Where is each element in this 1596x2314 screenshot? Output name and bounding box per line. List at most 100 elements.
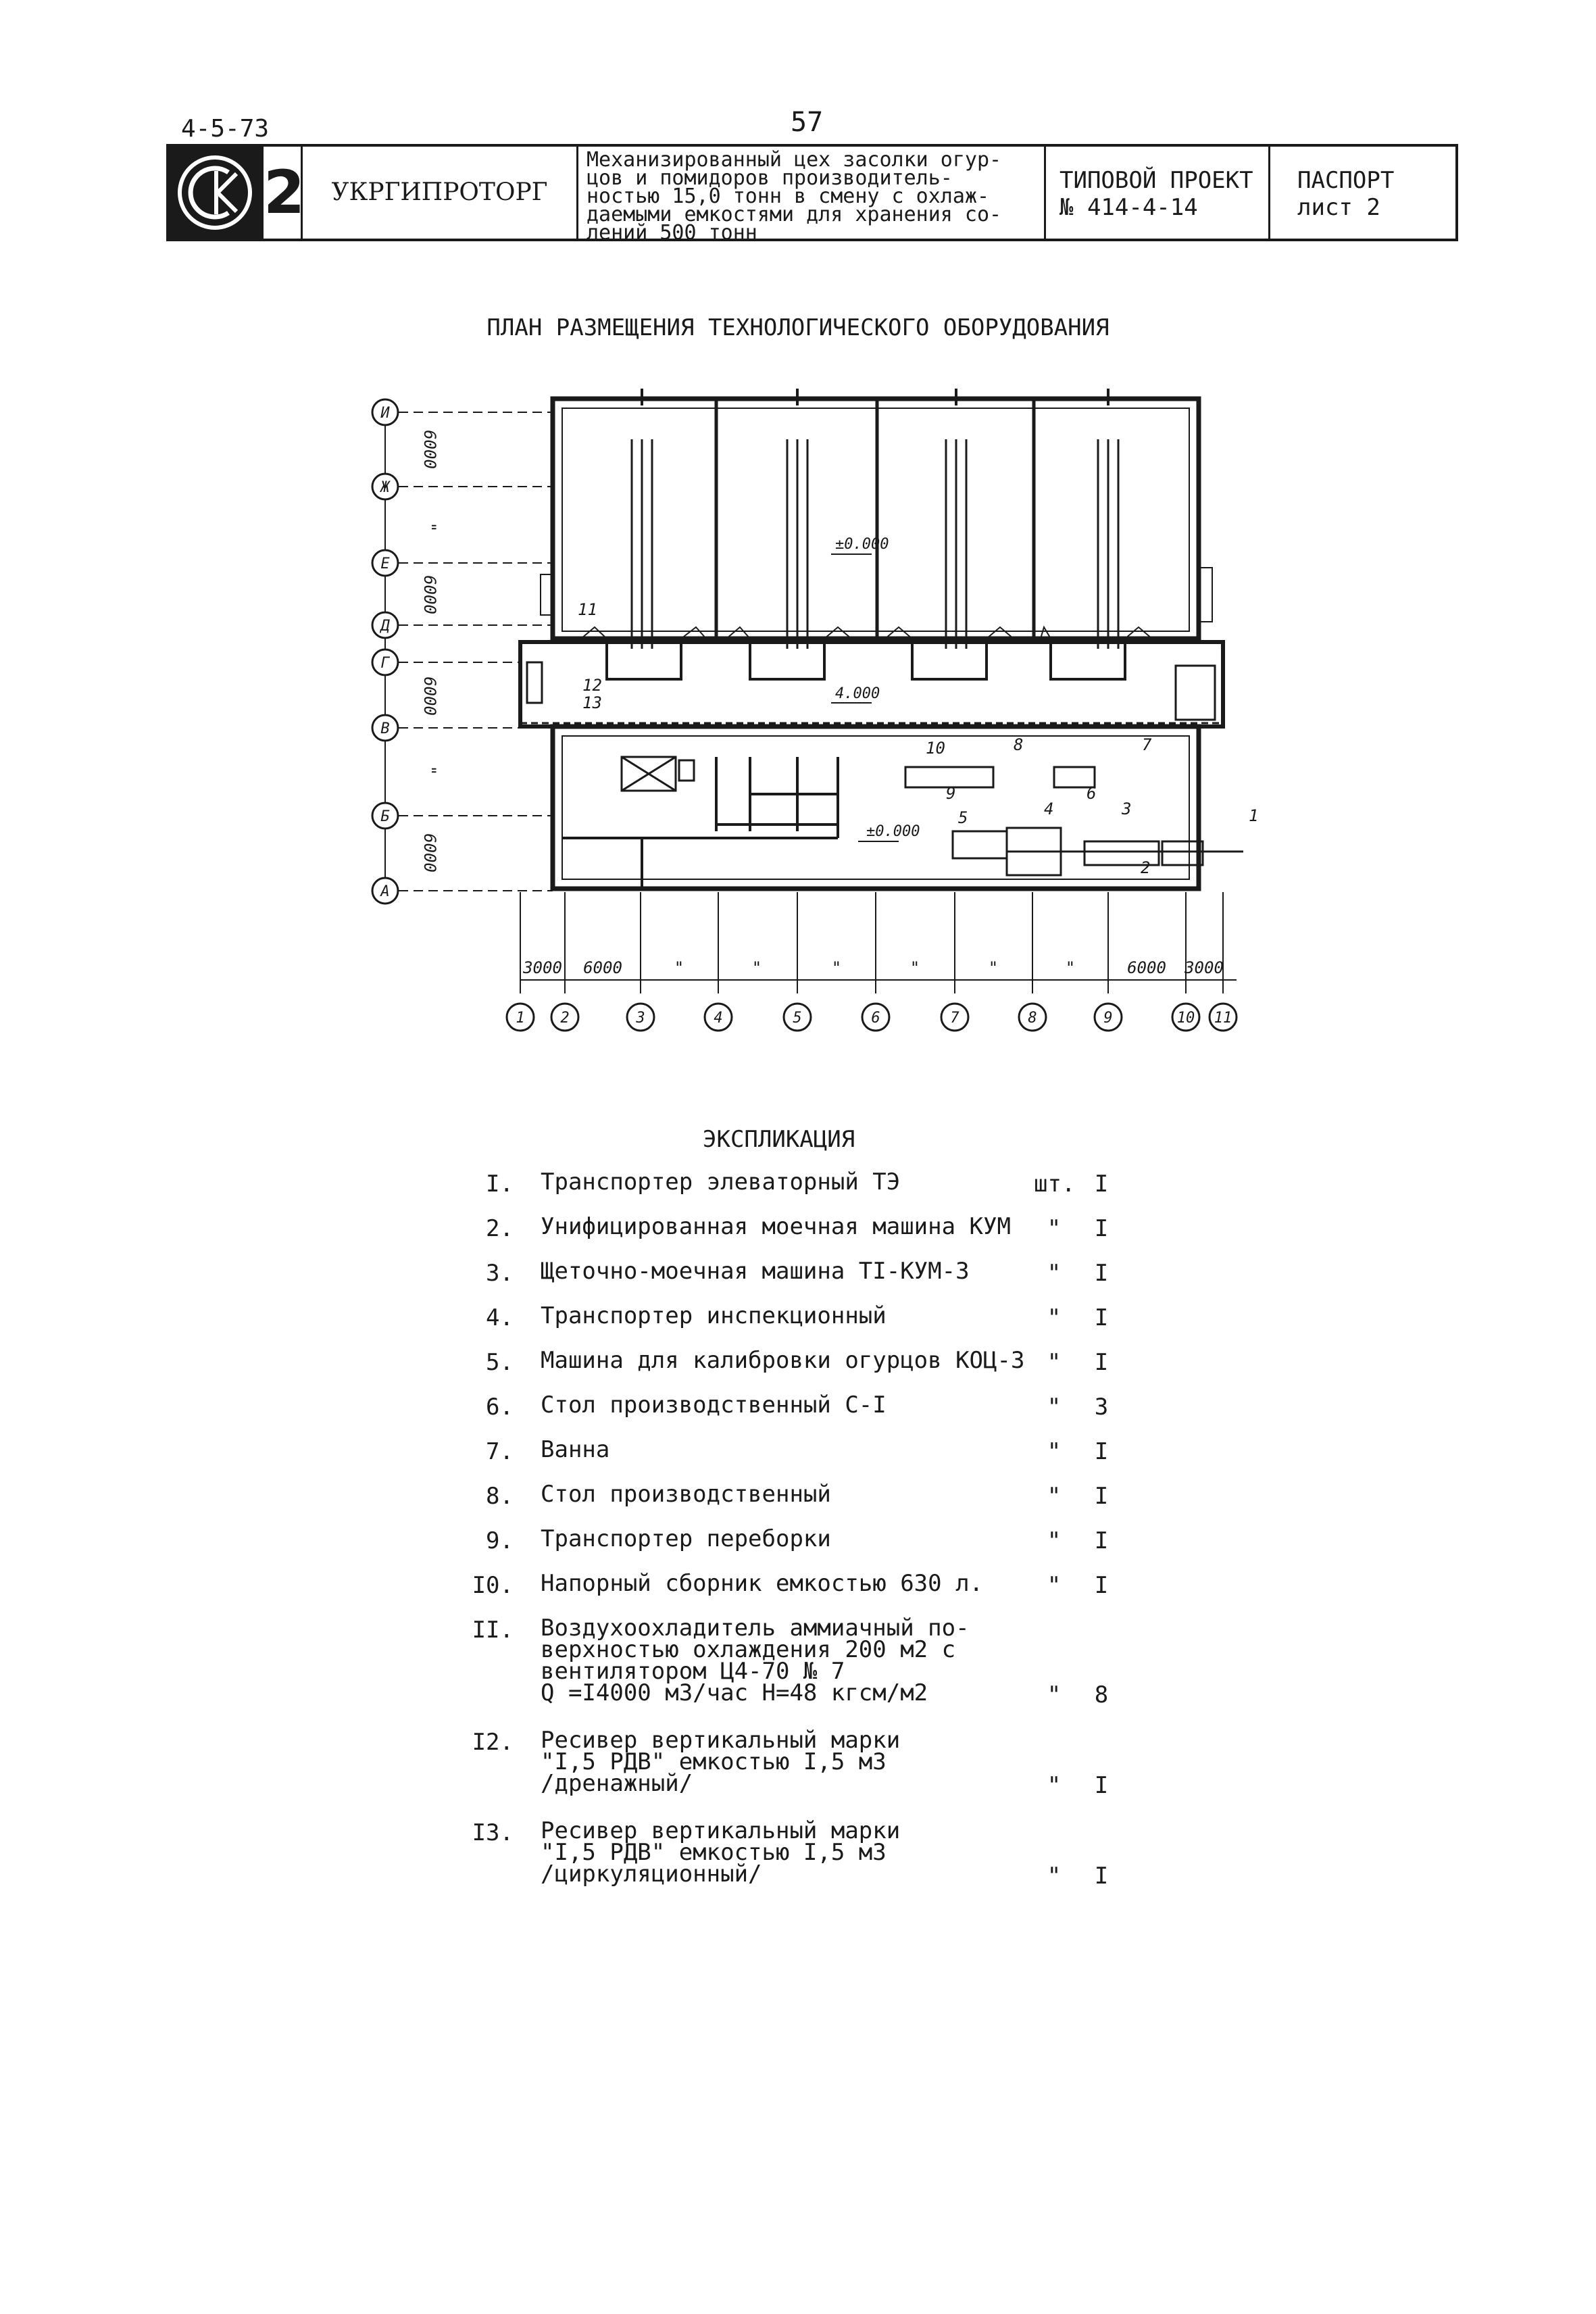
title-block: 2 УКРГИПРОТОРГ Механизированный цех засо… (166, 144, 1458, 245)
explication-unit: " (1047, 1304, 1062, 1331)
row-axis-label: Б (380, 808, 390, 825)
dimension-label: 6000 (583, 958, 622, 977)
explication-number: I0. (472, 1572, 514, 1599)
explication-quantity: I (1094, 1304, 1109, 1331)
explication-number: I2. (472, 1729, 514, 1756)
description-line: Механизированный цех засолки огур- (587, 148, 1002, 172)
column-axis-label: 11 (1214, 1010, 1232, 1027)
equipment-label: 2 (1141, 858, 1150, 877)
dimension-label: 6000 (420, 833, 439, 872)
corridor-wall (518, 640, 1225, 729)
dimension-label: " (420, 522, 439, 532)
column-axis-label: 9 (1103, 1010, 1112, 1027)
column-axis-bubble: 1 (505, 1002, 535, 1032)
row-axis-bubble: Б (371, 802, 399, 830)
dimension-label: 6000 (420, 430, 439, 469)
column-axis-bubble: 11 (1208, 1002, 1238, 1032)
dimension-label: 6000 (420, 676, 439, 716)
explication-number: I3. (472, 1819, 514, 1846)
equipment-label: 8 (1014, 735, 1023, 754)
column-axis-label: 8 (1028, 1010, 1037, 1027)
column-axis-lines (520, 892, 1224, 993)
column-axis-bubble: 10 (1171, 1002, 1201, 1032)
dimension-label: " (832, 958, 841, 977)
column-axis-label: 10 (1177, 1010, 1195, 1027)
project-info: ТИПОВОЙ ПРОЕКТ № 414-4-14 (1046, 147, 1270, 239)
equipment-label: 11 (578, 600, 597, 619)
page-number: 57 (791, 107, 824, 138)
explication-name: /циркуляционный/ (541, 1861, 762, 1888)
row-axis-label: А (379, 883, 389, 900)
explication-unit: " (1047, 1215, 1062, 1242)
explication-quantity: I (1094, 1260, 1109, 1287)
logo-cell (169, 147, 264, 239)
equipment-label: 10 (926, 739, 945, 758)
explication-number: 6. (486, 1394, 514, 1421)
row-axis-label: И (380, 405, 390, 422)
level-mark-upper: ±0.000 (835, 536, 889, 553)
project-label: ТИПОВОЙ ПРОЕКТ (1059, 167, 1253, 194)
project-description: Механизированный цех засолки огур- цов и… (578, 147, 1046, 245)
explication-name: Транспортер элеваторный ТЭ (541, 1168, 901, 1196)
row-axis-label: Г (380, 655, 390, 672)
explication-unit: шт. (1034, 1171, 1076, 1198)
explication-name: "I,5 РДВ" емкостью I,5 м3 (541, 1748, 887, 1775)
equipment-table (1053, 766, 1096, 789)
dimension-label: 3000 (522, 958, 562, 977)
row-axis-bubble: А (371, 877, 399, 905)
description-line: ностью 15,0 тонн в смену с охлаж- (587, 184, 990, 208)
column-axis-label: 6 (871, 1010, 880, 1027)
explication-number: I. (486, 1171, 514, 1198)
equipment-washer (1083, 840, 1160, 866)
explication-name: Машина для калибровки огурцов КОЦ-3 (541, 1347, 1025, 1374)
level-mark-lower: ±0.000 (866, 823, 920, 840)
row-axis-bubble: Д (371, 611, 399, 639)
explication-quantity: I (1094, 1572, 1109, 1599)
explication-number: 8. (486, 1483, 514, 1510)
sheet-info: ПАСПОРТ лист 2 (1270, 147, 1458, 239)
column-axis-label: 2 (560, 1010, 569, 1027)
explication-unit: " (1047, 1260, 1062, 1287)
explication-number: 3. (486, 1260, 514, 1287)
row-axis-bubble: И (371, 398, 399, 426)
row-axis-label: В (380, 720, 389, 737)
explication-number: II. (472, 1617, 514, 1644)
air-cooler (1049, 637, 1126, 681)
project-number: № 414-4-14 (1059, 194, 1198, 221)
column-axis-bubble: 2 (550, 1002, 580, 1032)
description-line: лений 500 тонн (587, 221, 757, 245)
explication-name: Щеточно-моечная машина TI-КУМ-3 (541, 1258, 970, 1285)
equipment-label: 1 (1249, 806, 1258, 825)
explication-quantity: 8 (1094, 1681, 1109, 1708)
explication-number: 9. (486, 1527, 514, 1554)
dimension-label: " (1066, 958, 1075, 977)
row-axis-bubble: Ж (371, 472, 399, 501)
air-cooler (749, 637, 826, 681)
explication-name: "I,5 РДВ" емкостью I,5 м3 (541, 1839, 887, 1866)
row-axis-label: Д (379, 618, 390, 635)
column-axis-bubble: 8 (1018, 1002, 1047, 1032)
dimension-label: 3000 (1184, 958, 1224, 977)
row-axis-bubble: Г (371, 648, 399, 676)
explication-name: Стол производственный (541, 1481, 831, 1508)
column-axis-label: 4 (714, 1010, 722, 1027)
column-axis-bubble: 4 (703, 1002, 733, 1032)
explication-name: Q =I4000 м3/час Н=48 кгсм/м2 (541, 1679, 928, 1706)
equipment-label: 3 (1121, 799, 1131, 818)
explication-name: Ресивер вертикальный марки (541, 1727, 901, 1754)
explication-number: 2. (486, 1215, 514, 1242)
explication-quantity: I (1094, 1483, 1109, 1510)
level-mark-mid: 4.000 (835, 685, 880, 702)
explication-quantity: 3 (1094, 1394, 1109, 1421)
series-number: 2 (264, 147, 305, 239)
column-axis-bubble: 7 (940, 1002, 970, 1032)
explication-quantity: I (1094, 1863, 1109, 1890)
explication-name: вентилятором Ц4-70 № 7 (541, 1658, 845, 1685)
explication-name: Воздухоохладитель аммиачный по- (541, 1615, 970, 1642)
equipment-group (620, 756, 1243, 877)
dimension-label: " (420, 766, 439, 775)
